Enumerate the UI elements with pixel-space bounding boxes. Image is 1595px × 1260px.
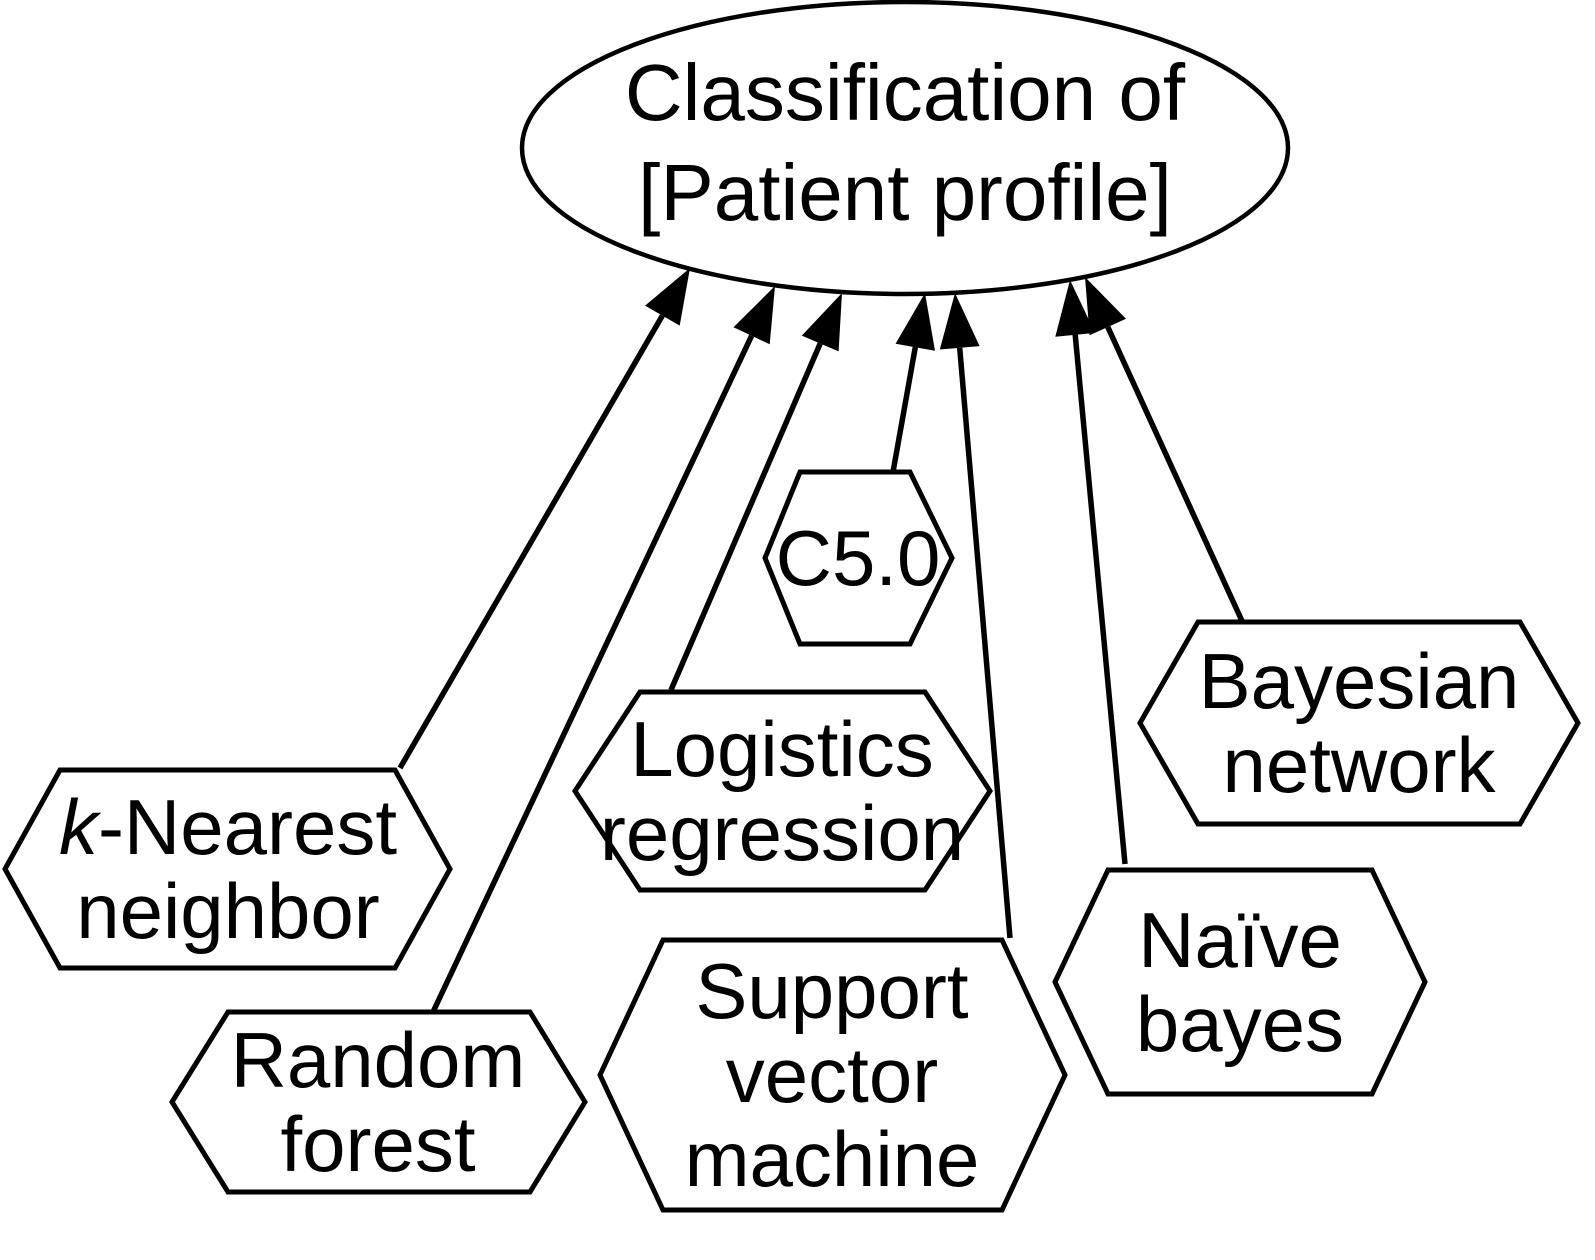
- naive-bayes-label-line1: Naïve: [1138, 896, 1342, 984]
- c50-label-line1: C5.0: [776, 514, 941, 602]
- knn-label-line1: k-Nearest: [59, 783, 397, 871]
- root-ellipse: [519, 0, 1291, 297]
- naive-bayes-node: Naïve bayes: [1052, 867, 1428, 1097]
- bayesian-network-node: Bayesian network: [1137, 619, 1581, 827]
- knn-node: k-Nearest neighbor: [2, 767, 453, 971]
- knn-hexagon: [2, 767, 453, 971]
- svm-label-line2: vector: [726, 1031, 938, 1119]
- root-label-line2: [Patient profile]: [638, 148, 1172, 237]
- bayesian-network-arrowhead: [1085, 277, 1126, 336]
- edge-svm-to-root: [939, 293, 1013, 939]
- bayesian-network-hexagon: [1137, 619, 1581, 827]
- logistics-regression-label-line1: Logistics: [630, 705, 933, 793]
- root-label-line1: Classification of: [625, 48, 1186, 137]
- naive-bayes-arrowhead: [1055, 280, 1096, 337]
- random-forest-arrowhead: [733, 286, 775, 345]
- random-forest-label-line2: forest: [280, 1100, 475, 1188]
- logistics-regression-hexagon: [572, 689, 993, 893]
- logistics-regression-label-line2: regression: [600, 789, 964, 877]
- edges-layer: [397, 268, 1245, 1014]
- svm-hexagon: [597, 937, 1068, 1213]
- knn-arrow-shaft: [397, 314, 665, 770]
- knn-label-line2: neighbor: [76, 867, 380, 955]
- naive-bayes-label-line2: bayes: [1136, 980, 1344, 1068]
- edge-knn-to-root: [397, 268, 690, 770]
- bayesian-network-label-line1: Bayesian: [1199, 637, 1520, 725]
- c50-node: C5.0: [762, 469, 955, 647]
- knn-label-line1-rest: -Nearest: [98, 783, 397, 871]
- svm-node: Support vector machine: [597, 937, 1068, 1213]
- svm-arrow-shaft: [956, 347, 1013, 939]
- edge-bayesian-network-to-root: [1085, 277, 1245, 623]
- naive-bayes-hexagon: [1052, 867, 1428, 1097]
- svm-label-line1: Support: [695, 947, 969, 1035]
- bayesian-network-label-line2: network: [1222, 721, 1496, 809]
- c50-hexagon: [762, 469, 955, 647]
- root-node: Classification of [Patient profile]: [519, 0, 1291, 297]
- bayesian-network-arrow-shaft: [1105, 325, 1245, 623]
- edge-logistics-regression-to-root: [668, 293, 842, 692]
- random-forest-hexagon: [169, 1009, 588, 1195]
- knn-arrowhead: [645, 268, 690, 326]
- logistics-regression-arrowhead: [801, 293, 842, 352]
- svm-label-line3: machine: [685, 1115, 980, 1203]
- edge-naive-bayes-to-root: [1055, 280, 1128, 865]
- knn-label-italic-k: k: [59, 783, 102, 871]
- c50-arrowhead: [895, 293, 935, 351]
- random-forest-node: Random forest: [169, 1009, 588, 1195]
- random-forest-label-line1: Random: [231, 1016, 526, 1104]
- edge-c50-to-root: [890, 293, 935, 473]
- logistics-regression-node: Logistics regression: [572, 689, 993, 893]
- edge-random-forest-to-root: [430, 286, 775, 1014]
- random-forest-arrow-shaft: [430, 334, 755, 1014]
- naive-bayes-arrow-shaft: [1072, 334, 1128, 865]
- logistics-regression-arrow-shaft: [668, 342, 823, 692]
- c50-arrow-shaft: [890, 346, 919, 473]
- svm-arrowhead: [939, 293, 980, 350]
